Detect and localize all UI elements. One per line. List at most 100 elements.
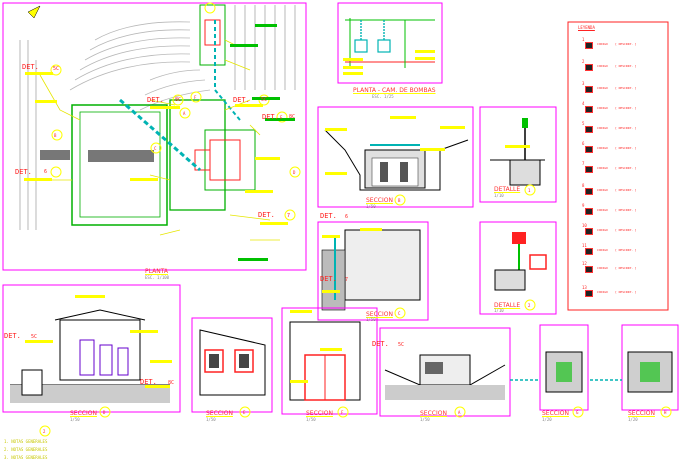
section-h-title: SECCION bbox=[628, 410, 655, 417]
legend-num: 11 bbox=[582, 243, 587, 248]
section-e-scale: 1/50 bbox=[206, 417, 216, 422]
section-a-det-label: DET. bbox=[372, 340, 389, 348]
section-d-title: SECCION bbox=[70, 410, 97, 417]
legend-symbol-icon bbox=[585, 146, 593, 153]
section-b-scale: 1/50 bbox=[366, 204, 376, 209]
plan-mark-e: E bbox=[280, 115, 283, 120]
section-b-title: SECCION bbox=[366, 197, 393, 204]
plan-det-label-1: DET. bbox=[22, 63, 39, 71]
site-plan-view bbox=[2, 2, 307, 271]
detail-1-mark: 1 bbox=[528, 188, 531, 193]
section-f-mark: F bbox=[341, 410, 344, 415]
legend-symbol-icon bbox=[585, 126, 593, 133]
legend-key: CODIGO bbox=[597, 106, 608, 110]
section-g-scale: 1/20 bbox=[542, 417, 552, 422]
section-h-view bbox=[590, 324, 679, 418]
legend-symbol-icon bbox=[585, 290, 593, 297]
legend-symbol-icon bbox=[585, 228, 593, 235]
section-g-mark: G bbox=[576, 410, 579, 415]
legend-symbol-icon bbox=[585, 188, 593, 195]
pump-chamber-title: PLANTA - CAM. DE BOMBAS bbox=[353, 87, 436, 94]
legend-value: [ DESCRIP. ] bbox=[615, 64, 637, 68]
legend-value: [ DESCRIP. ] bbox=[615, 208, 637, 212]
legend-key: CODIGO bbox=[597, 208, 608, 212]
section-h-mark: H bbox=[664, 410, 667, 415]
section-d-det-label-2: DET. bbox=[140, 378, 157, 386]
section-c-mark: C bbox=[398, 311, 401, 316]
plan-det-code-1: 5C bbox=[53, 66, 60, 72]
section-f-title: SECCION bbox=[306, 410, 333, 417]
legend-key: CODIGO bbox=[597, 228, 608, 232]
plan-det-code-4: 8C bbox=[289, 114, 296, 120]
legend-value: [ DESCRIP. ] bbox=[615, 126, 637, 130]
legend-value: [ DESCRIP. ] bbox=[615, 228, 637, 232]
plan-title: PLANTA bbox=[145, 268, 168, 275]
legend-key: CODIGO bbox=[597, 126, 608, 130]
section-b-mark: B bbox=[398, 198, 401, 203]
legend-value: [ DESCRIP. ] bbox=[615, 86, 637, 90]
section-d-mark: D bbox=[103, 410, 106, 415]
legend-key: CODIGO bbox=[597, 188, 608, 192]
legend-key: CODIGO bbox=[597, 42, 608, 46]
legend-frame bbox=[567, 21, 669, 311]
plan-det-code-3: 5C bbox=[261, 97, 268, 103]
legend-value: [ DESCRIP. ] bbox=[615, 290, 637, 294]
section-f-scale: 1/50 bbox=[306, 417, 316, 422]
legend-symbol-icon bbox=[585, 42, 593, 49]
legend-title: LEYENDA bbox=[578, 25, 595, 30]
legend-value: [ DESCRIP. ] bbox=[615, 42, 637, 46]
plan-det-label-2: DET. bbox=[147, 96, 164, 104]
plan-det-code-6: 7 bbox=[287, 213, 291, 219]
plan-mark-f: F bbox=[194, 95, 197, 100]
detail-1-view bbox=[479, 106, 557, 203]
legend-num: 3 bbox=[582, 81, 585, 86]
plan-det-code-5: 6 bbox=[44, 169, 48, 175]
section-h-scale: 1/20 bbox=[628, 417, 638, 422]
section-a-title: SECCION bbox=[420, 410, 447, 417]
legend-value: [ DESCRIP. ] bbox=[615, 106, 637, 110]
legend-num: 8 bbox=[582, 183, 585, 188]
detail-1-scale: 1/10 bbox=[494, 193, 504, 198]
section-d-det-code-2: 8C bbox=[168, 380, 175, 386]
section-g-view bbox=[510, 324, 589, 418]
detail-1-title: DETALLE bbox=[494, 186, 521, 193]
notes-line-1: 1. NOTAS GENERALES bbox=[4, 439, 48, 444]
legend-value: [ DESCRIP. ] bbox=[615, 146, 637, 150]
legend-num: 12 bbox=[582, 261, 587, 266]
plan-det-code-2: 8C bbox=[175, 97, 182, 103]
plan-mark-a: A bbox=[183, 111, 186, 116]
legend-symbol-icon bbox=[585, 106, 593, 113]
section-a-det-code: 5C bbox=[398, 342, 405, 348]
legend-symbol-icon bbox=[585, 266, 593, 273]
legend-num: 6 bbox=[582, 141, 585, 146]
section-d-scale: 1/50 bbox=[70, 417, 80, 422]
detail-2-mark: 2 bbox=[528, 303, 531, 308]
section-a-view bbox=[379, 327, 511, 418]
legend-value: [ DESCRIP. ] bbox=[615, 166, 637, 170]
legend-num: 10 bbox=[582, 223, 587, 228]
legend-num: 2 bbox=[582, 59, 585, 64]
section-c-title: SECCION bbox=[366, 311, 393, 318]
notes-mark: 2 bbox=[43, 429, 46, 434]
section-c-scale: 1/50 bbox=[366, 317, 376, 322]
section-a-scale: 1/50 bbox=[420, 417, 430, 422]
section-a-mark: A bbox=[458, 410, 461, 415]
section-c-det-label: DET. bbox=[320, 212, 337, 220]
section-c-det-label-2: DET. bbox=[320, 275, 337, 283]
legend-value: [ DESCRIP. ] bbox=[615, 188, 637, 192]
plan-det-label-5: DET. bbox=[15, 168, 32, 176]
legend-value: [ DESCRIP. ] bbox=[615, 248, 637, 252]
legend-value: [ DESCRIP. ] bbox=[615, 266, 637, 270]
plan-det-label-4: DET. bbox=[262, 113, 279, 121]
section-d-det-label: DET. bbox=[4, 332, 21, 340]
